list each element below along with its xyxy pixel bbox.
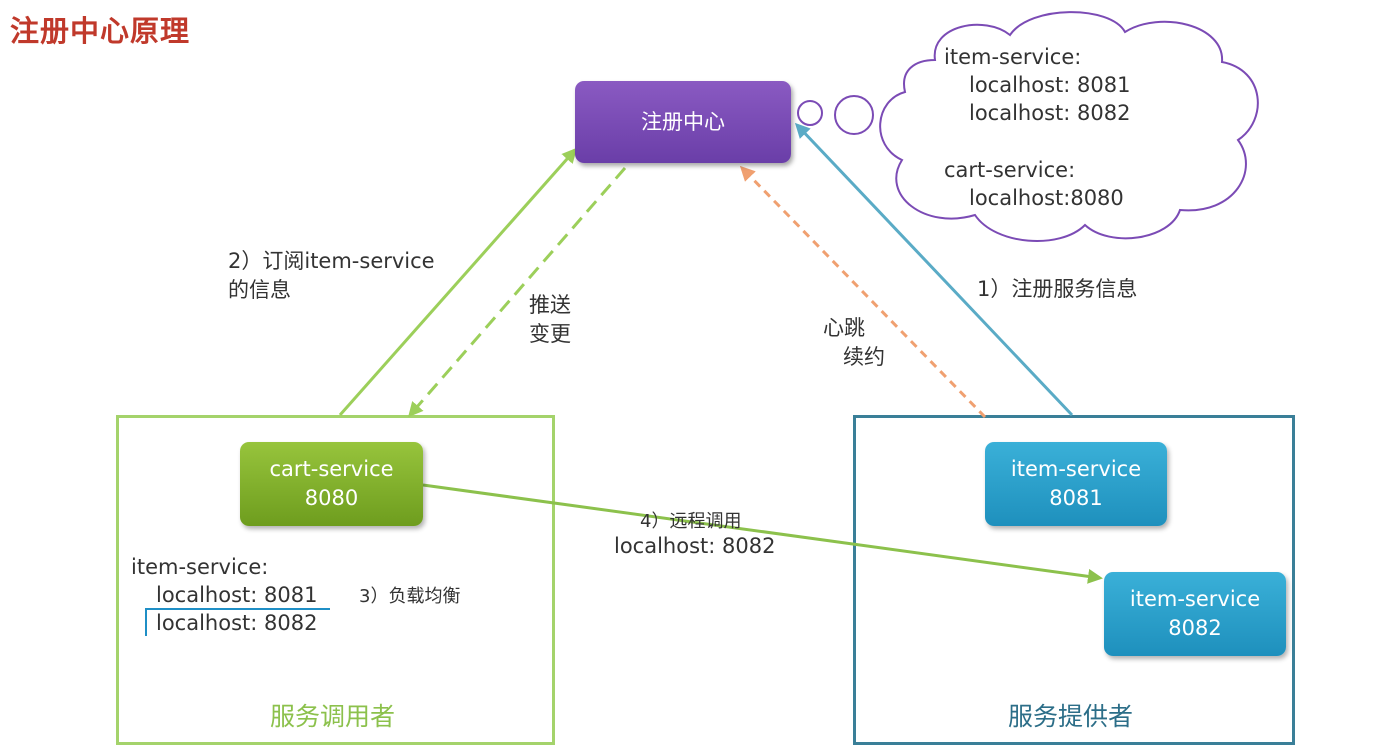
register-arrow [794, 122, 1074, 417]
item-service-name: item-service [1129, 587, 1261, 611]
cart-service-name: cart-service [269, 457, 394, 481]
selected-instance-highlight [145, 608, 330, 636]
step4-label-line1: 4）远程调用 [640, 511, 742, 532]
registry-center-node: 注册中心 [575, 81, 791, 163]
heartbeat-arrow [739, 165, 987, 419]
item-service-8082-node: item-service 8082 [1104, 572, 1286, 656]
page-title: 注册中心原理 [10, 14, 191, 48]
registry-center-label: 注册中心 [641, 109, 725, 134]
step2-label-line1: 2）订阅item-service [228, 249, 435, 273]
remote-call-arrow [422, 483, 1103, 584]
step1-label: 1）注册服务信息 [977, 277, 1138, 301]
cloud-cart-service-entry: localhost:8080 [969, 186, 1124, 210]
consumer-group-label: 服务调用者 [270, 702, 396, 731]
provider-group-label: 服务提供者 [1008, 702, 1134, 731]
local-cache-entry: localhost: 8081 [156, 583, 318, 607]
cloud-cart-service-header: cart-service: [944, 158, 1076, 182]
local-cache-header: item-service: [131, 555, 269, 579]
item-service-8081-node: item-service 8081 [985, 442, 1167, 526]
item-service-port: 8082 [1168, 616, 1222, 640]
step3-label: 3）负载均衡 [359, 586, 461, 607]
thought-bubble-medium [797, 100, 823, 126]
heartbeat-label-line2: 续约 [843, 345, 885, 369]
cart-service-node: cart-service 8080 [240, 442, 423, 526]
cart-service-port: 8080 [304, 486, 359, 510]
step4-label-line2: localhost: 8082 [614, 534, 776, 558]
item-service-port: 8081 [1049, 486, 1103, 510]
cloud-item-service-entry: localhost: 8081 [969, 73, 1131, 97]
heartbeat-label-line1: 心跳 [823, 316, 865, 340]
item-service-name: item-service [1010, 457, 1142, 481]
thought-bubble-large [834, 95, 874, 135]
subscribe-arrow [338, 147, 577, 416]
push-label-line1: 推送 [529, 293, 571, 317]
registry-cloud [879, 11, 1259, 242]
step2-label-line2: 的信息 [228, 278, 291, 302]
cloud-item-service-entry: localhost: 8082 [969, 101, 1131, 125]
cloud-item-service-header: item-service: [944, 45, 1082, 69]
push-label-line2: 变更 [529, 322, 571, 346]
local-cache-entry-selected: localhost: 8082 [156, 611, 318, 635]
push-change-arrow [408, 167, 627, 418]
diagram-connectors [338, 11, 1259, 584]
